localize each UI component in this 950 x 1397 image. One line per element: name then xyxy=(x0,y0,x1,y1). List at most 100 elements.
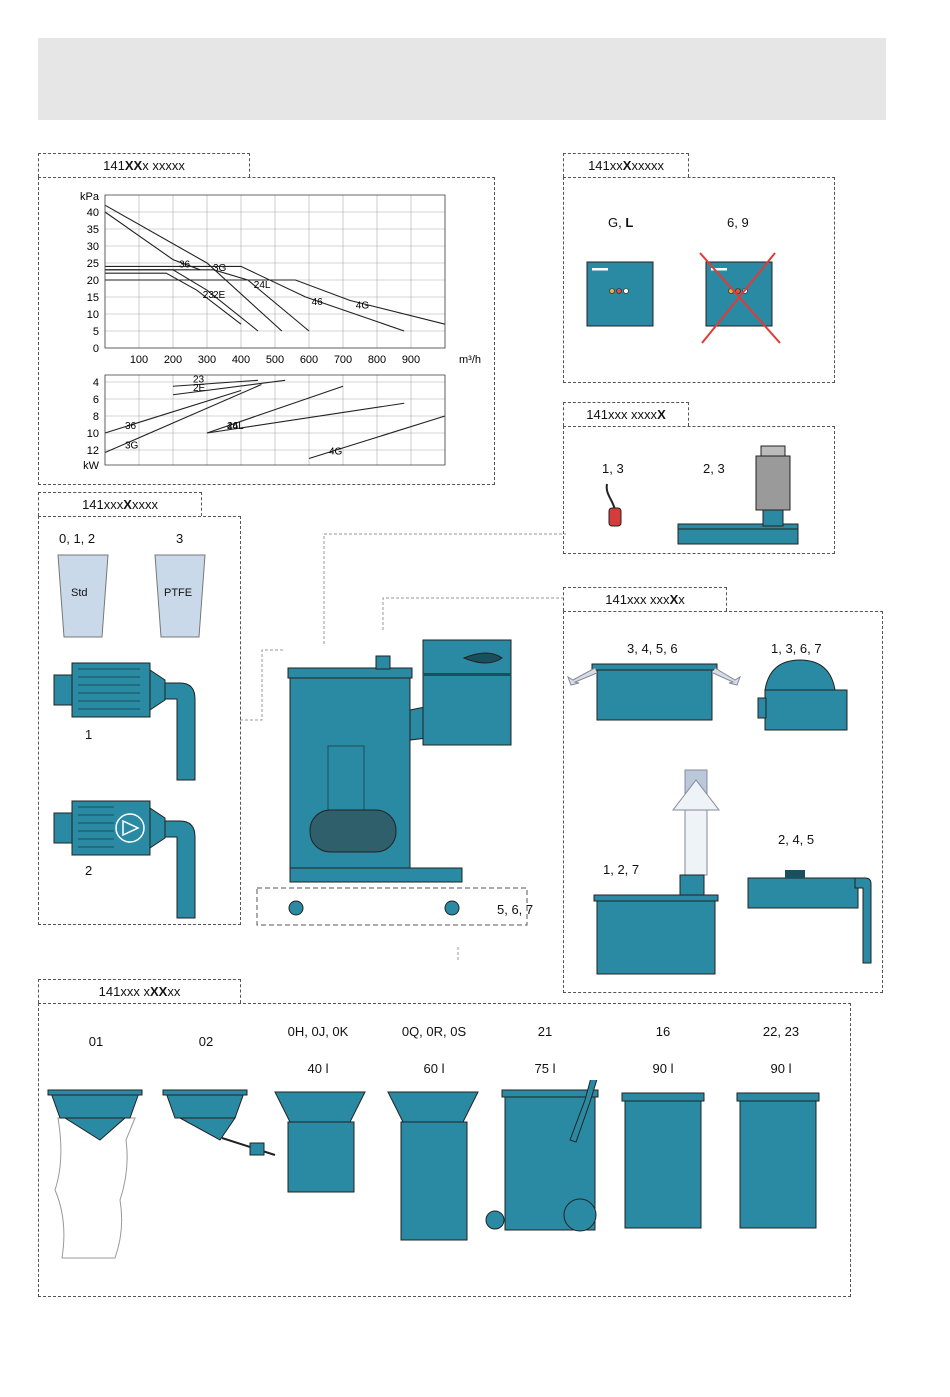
y-tick-label: 30 xyxy=(87,241,99,253)
tag-text: xx xyxy=(167,984,181,999)
motor-1-end xyxy=(53,674,73,706)
x-tick-label: 500 xyxy=(266,354,284,366)
level-sensor-icon xyxy=(608,507,622,527)
outlet-side-handle xyxy=(785,870,805,878)
tag-bold: X xyxy=(123,497,132,512)
bag-01 xyxy=(54,1117,136,1259)
container-75l-caster xyxy=(485,1210,505,1230)
x-axis-label: m³/h xyxy=(459,354,481,366)
container-code-label: 16 xyxy=(655,1024,671,1039)
tag-text: 141xx xyxy=(588,158,623,173)
series-label: 23 xyxy=(203,290,215,301)
panel-led xyxy=(616,288,622,294)
panel-display-line xyxy=(711,268,727,271)
wheels-option-label: 5, 6, 7 xyxy=(497,902,534,917)
leader-line xyxy=(323,533,566,644)
series-label: 36 xyxy=(179,260,191,271)
sensor-cable xyxy=(605,483,616,511)
series-line-36 xyxy=(104,389,242,434)
central-unit-drawing xyxy=(240,533,566,960)
control-panel-g-l xyxy=(586,261,654,327)
x-tick-label: 200 xyxy=(164,354,182,366)
filter-cartridge-std xyxy=(57,554,109,638)
container-02-valve-body xyxy=(249,1142,265,1156)
outlet-side-duct xyxy=(854,877,872,964)
container-40l-body xyxy=(287,1121,355,1193)
container-90l-22-body xyxy=(739,1099,817,1229)
outlet-options xyxy=(563,611,883,993)
tag-text: 141xxx xyxy=(82,497,124,512)
x-tick-label: 400 xyxy=(232,354,250,366)
outlet-plate-box xyxy=(596,667,713,721)
series-line-2E xyxy=(172,379,286,396)
plot-frame xyxy=(104,194,446,349)
series-line-3G xyxy=(104,204,283,332)
outlet-hood-dome xyxy=(764,659,836,691)
series-label: 2E xyxy=(213,290,226,301)
container-options xyxy=(38,1003,851,1297)
series-line-4G xyxy=(105,279,446,325)
cross-out-mark xyxy=(701,252,776,344)
filter-std-code: 0, 1, 2 xyxy=(59,531,96,546)
container-volume-label: 40 l xyxy=(307,1061,329,1076)
leader-line xyxy=(382,597,566,630)
filter-drawings xyxy=(57,554,206,638)
outlet-option-b-label: 1, 3, 6, 7 xyxy=(771,641,822,656)
outlet-duct-neck xyxy=(679,874,705,896)
container-01-cone xyxy=(63,1117,127,1141)
container-90l-16-rim xyxy=(621,1092,705,1102)
container-01-rim xyxy=(47,1089,143,1096)
panel-option-b-label: 6, 9 xyxy=(727,215,749,230)
tag-text: 141xxx x xyxy=(98,984,150,999)
outlet-hood-body xyxy=(764,689,848,731)
series-label: 2E xyxy=(193,383,206,394)
container-code-label: 01 xyxy=(88,1034,104,1049)
outlet-arrow-left xyxy=(567,667,598,686)
container-code-label: 0H, 0J, 0K xyxy=(287,1024,349,1039)
tag-text: xxxx xyxy=(131,497,158,512)
outlet-silencer-lid xyxy=(593,894,719,902)
vibration-motor-icon xyxy=(755,455,791,511)
container-drawings xyxy=(47,1080,820,1259)
tag-bold: XX xyxy=(149,984,168,999)
series-label: 3G xyxy=(213,263,227,274)
motor-2-fan-symbol xyxy=(115,813,145,843)
container-volume-label: 90 l xyxy=(770,1061,792,1076)
outlet-option-c-label: 2, 4, 5 xyxy=(778,832,815,847)
series-line-46 xyxy=(105,265,405,332)
series-line-3G xyxy=(104,384,262,454)
series-label: 23 xyxy=(193,374,205,385)
header-banner xyxy=(38,38,886,120)
y-tick-label: 4 xyxy=(93,377,99,389)
unit-top-port xyxy=(375,655,391,670)
sensor-base-plate xyxy=(677,526,799,545)
motor-2-outlet xyxy=(149,807,166,849)
container-code-label: 0Q, 0R, 0S xyxy=(401,1024,467,1039)
motor-2-fan-arrow xyxy=(122,819,140,837)
container-code-label: 22, 23 xyxy=(762,1024,800,1039)
container-02-valve xyxy=(221,1137,276,1156)
panel-display-line xyxy=(592,268,608,271)
tag-text: x xxxxx xyxy=(142,158,185,173)
wheels-option-box xyxy=(256,887,528,926)
series-line-46 xyxy=(206,402,405,434)
tag-bold: X xyxy=(622,158,632,173)
motor-1-duct xyxy=(164,682,196,781)
container-60l-hopper xyxy=(387,1091,479,1123)
unit-top-rim xyxy=(287,667,413,679)
motor-1-label: 1 xyxy=(85,727,93,742)
tag-bold: X xyxy=(657,407,666,422)
motor-1-body xyxy=(71,662,151,718)
outlet-option-d-label: 1, 2, 7 xyxy=(603,862,640,877)
x-tick-label: 600 xyxy=(300,354,318,366)
unit-filter-oval xyxy=(309,809,397,853)
outlet-up-arrow-shaft xyxy=(684,809,708,876)
series-line-23 xyxy=(172,379,259,387)
series-label: 36 xyxy=(125,421,137,432)
caster-wheel-left xyxy=(288,900,304,916)
panel-led xyxy=(609,288,615,294)
container-code-label: 21 xyxy=(537,1024,553,1039)
tag-text: xxxxx xyxy=(631,158,664,173)
